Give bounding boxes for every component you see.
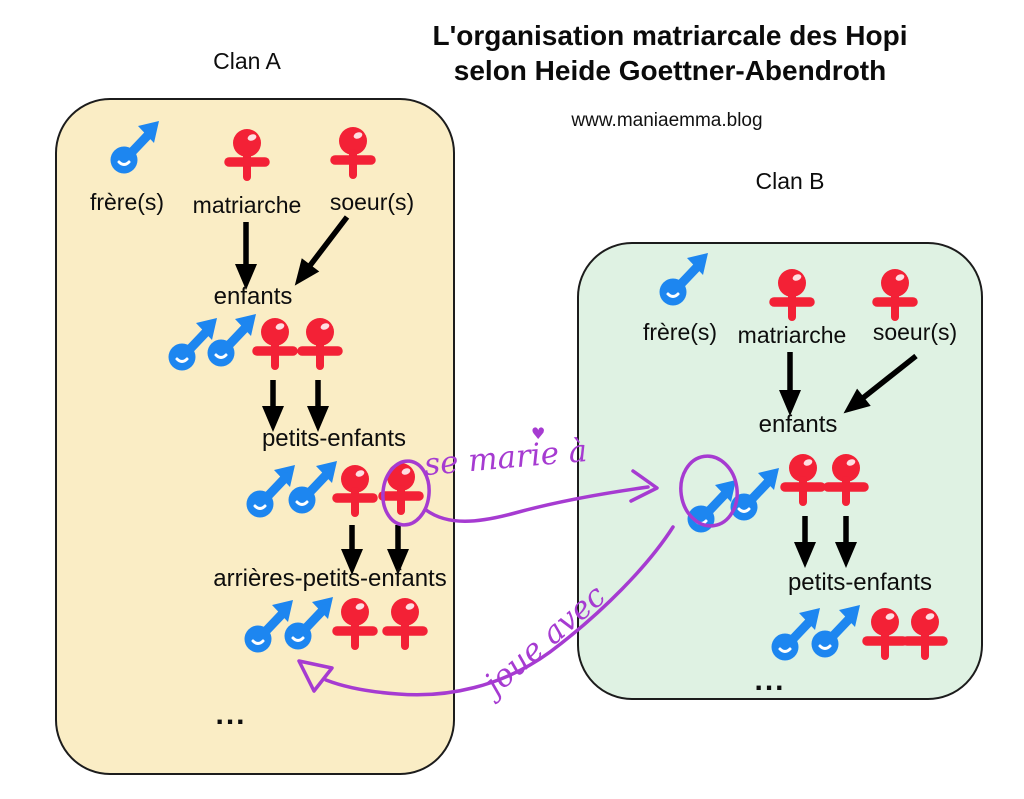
male-symbol-icon	[289, 461, 338, 514]
marriage-arrow	[424, 485, 650, 523]
clan-a-children-label: enfants	[213, 283, 293, 310]
page-title-line1: L'organisation matriarcale des Hopi	[432, 20, 908, 51]
female-symbol-icon	[785, 454, 821, 502]
female-symbol-icon	[387, 598, 423, 646]
clan-b-children-label: enfants	[758, 411, 838, 438]
clan-b-brother-label: frère(s)	[642, 319, 718, 345]
clan-a-descent-arrows	[235, 215, 409, 575]
clan-b-descent-arrows	[779, 352, 918, 568]
female-symbol-icon	[828, 454, 864, 502]
clan-a-label: Clan A	[213, 48, 281, 74]
clan-a-box	[55, 98, 455, 775]
clan-b-grandchildren-label: petits-enfants	[787, 569, 933, 596]
male-symbol-icon	[247, 465, 296, 518]
male-symbol-icon	[169, 318, 218, 371]
marriage-arrowhead	[629, 469, 659, 503]
page-title: L'organisation matriarcale des Hopi selo…	[360, 18, 980, 88]
male-symbol-icon	[111, 121, 160, 174]
heart-icon: ♥	[531, 424, 546, 443]
marriage-circle-male-b	[679, 454, 739, 528]
female-symbol-icon	[907, 608, 943, 656]
clan-b-label: Clan B	[755, 168, 825, 194]
clan-a-brother-label: frère(s)	[89, 189, 165, 215]
marriage-circle-female-a	[381, 459, 431, 527]
clan-a-grandchildren-label: petits-enfants	[261, 425, 407, 452]
clan-b-sister-label: soeur(s)	[872, 319, 958, 345]
male-symbol-icon	[660, 253, 709, 306]
female-symbol-icon	[383, 463, 419, 511]
male-symbol-icon	[772, 608, 821, 661]
female-symbol-icon	[867, 608, 903, 656]
female-symbol-icon	[774, 269, 810, 317]
clan-a-sister-label: soeur(s)	[329, 189, 415, 215]
female-symbol-icon	[302, 318, 338, 366]
play-arrow	[324, 525, 675, 697]
male-symbol-icon	[245, 600, 294, 653]
clan-a-matriarch-label: matriarche	[192, 192, 302, 218]
clan-b-matriarch-label: matriarche	[737, 322, 847, 348]
play-arrowhead	[297, 659, 334, 693]
site-url: www.maniaemma.blog	[571, 110, 763, 131]
female-symbol-icon	[335, 127, 371, 175]
female-symbol-icon	[229, 129, 265, 177]
clan-a-ellipsis: ...	[215, 698, 247, 731]
female-symbol-icon	[877, 269, 913, 317]
descent-arrow	[843, 353, 918, 414]
female-symbol-icon	[337, 598, 373, 646]
handwritten-ink	[297, 454, 739, 697]
page-title-line2: selon Heide Goettner-Abendroth	[453, 55, 887, 86]
female-symbol-icon	[257, 318, 293, 366]
clan-b-ellipsis: ...	[754, 664, 786, 697]
descent-arrow	[294, 215, 350, 286]
clan-a-great-grandchildren-label: arrières-petits-enfants	[213, 565, 447, 592]
female-symbol-icon	[337, 465, 373, 513]
